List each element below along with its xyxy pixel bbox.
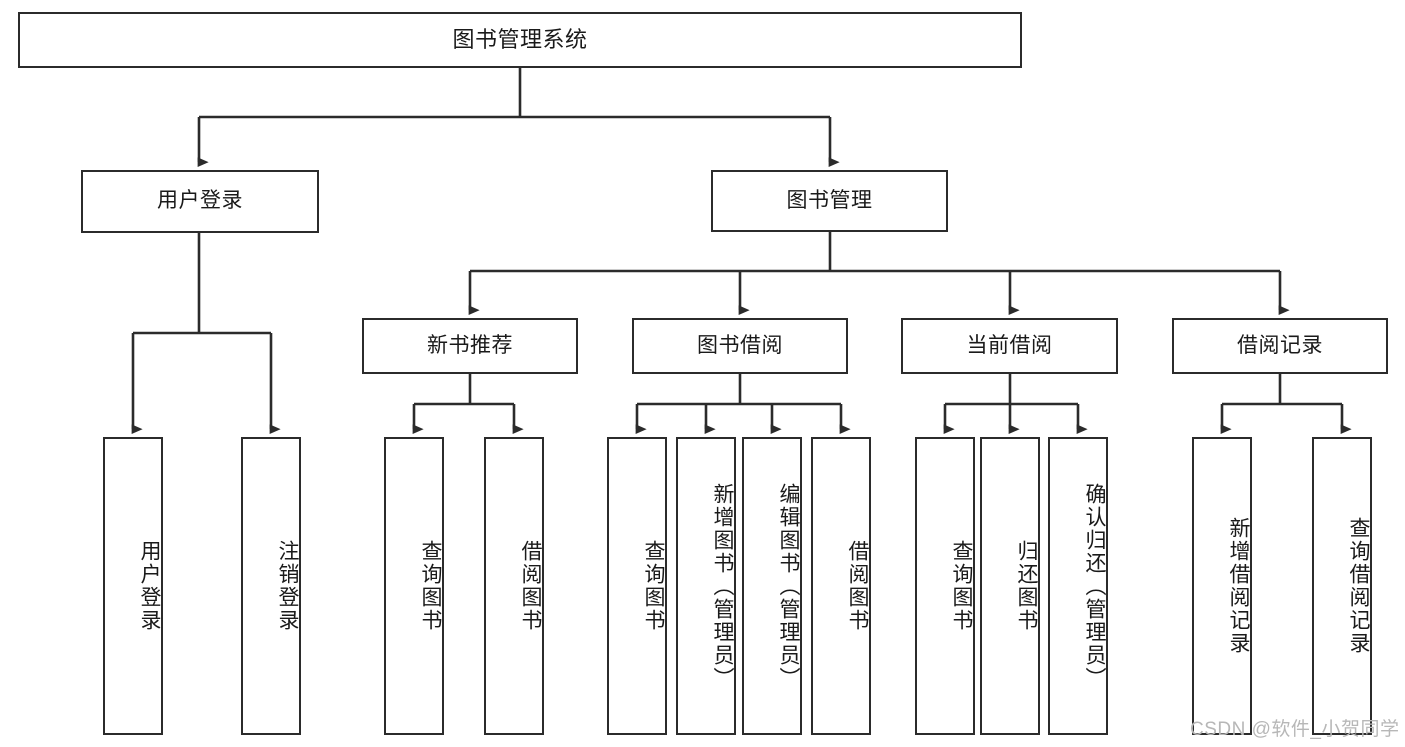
node-leaf-query-book-1[interactable]: 查询图书: [384, 437, 444, 735]
node-new-book-recommend[interactable]: 新书推荐: [362, 318, 578, 374]
node-label: 借阅图书: [846, 540, 869, 632]
node-leaf-user-logout[interactable]: 注销登录: [241, 437, 301, 735]
node-label: 当前借阅: [966, 333, 1053, 357]
node-label: 图书管理系统: [452, 27, 588, 53]
node-label: 图书管理: [786, 188, 873, 212]
node-leaf-return-book[interactable]: 归还图书: [980, 437, 1040, 735]
node-label: 新增图书（管理员）: [711, 482, 734, 690]
node-label: 编辑图书（管理员）: [777, 482, 800, 690]
node-book-manage[interactable]: 图书管理: [711, 170, 948, 232]
node-label: 归还图书: [1015, 540, 1038, 632]
node-leaf-confirm-return-admin[interactable]: 确认归还（管理员）: [1048, 437, 1108, 735]
node-current-borrow[interactable]: 当前借阅: [901, 318, 1118, 374]
node-label: 图书借阅: [697, 333, 783, 357]
node-leaf-add-book-admin[interactable]: 新增图书（管理员）: [676, 437, 736, 735]
node-borrow-record[interactable]: 借阅记录: [1172, 318, 1388, 374]
node-label: 借阅记录: [1237, 333, 1323, 357]
node-label: 查询图书: [950, 540, 973, 632]
watermark-text: CSDN @软件_小贺同学: [1190, 719, 1400, 740]
node-root-system[interactable]: 图书管理系统: [18, 12, 1022, 68]
node-leaf-user-login[interactable]: 用户登录: [103, 437, 163, 735]
node-label: 查询图书: [642, 540, 665, 632]
node-leaf-add-borrow-record[interactable]: 新增借阅记录: [1192, 437, 1252, 735]
node-leaf-borrow-book-1[interactable]: 借阅图书: [484, 437, 544, 735]
node-label: 确认归还（管理员）: [1083, 482, 1106, 690]
node-label: 借阅图书: [519, 540, 542, 632]
node-label: 查询借阅记录: [1347, 517, 1370, 655]
node-label: 注销登录: [276, 540, 299, 632]
node-leaf-query-book-3[interactable]: 查询图书: [915, 437, 975, 735]
node-book-borrow[interactable]: 图书借阅: [632, 318, 848, 374]
node-leaf-query-book-2[interactable]: 查询图书: [607, 437, 667, 735]
node-label: 用户登录: [138, 540, 161, 632]
node-leaf-borrow-book-2[interactable]: 借阅图书: [811, 437, 871, 735]
node-leaf-query-borrow-record[interactable]: 查询借阅记录: [1312, 437, 1372, 735]
node-label: 新增借阅记录: [1227, 517, 1250, 655]
node-label: 用户登录: [157, 189, 243, 213]
node-label: 新书推荐: [427, 333, 513, 357]
node-user-login[interactable]: 用户登录: [81, 170, 319, 233]
node-leaf-edit-book-admin[interactable]: 编辑图书（管理员）: [742, 437, 802, 735]
node-label: 查询图书: [419, 540, 442, 632]
